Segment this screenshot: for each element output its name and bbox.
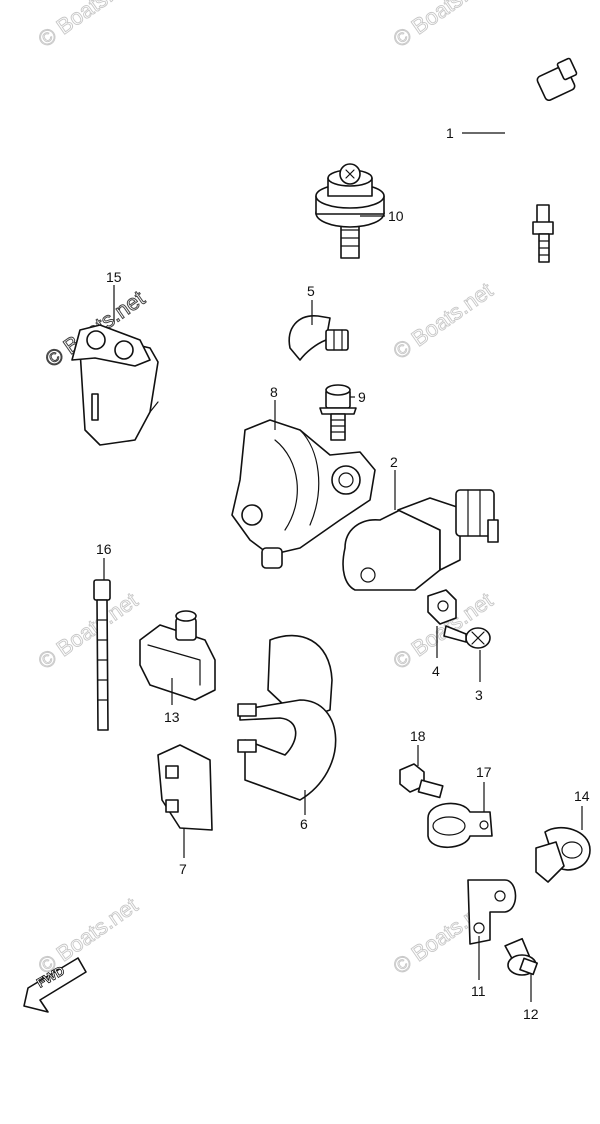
callout-16: 16 [96, 541, 112, 557]
callout-1: 1 [446, 125, 454, 141]
callout-13: 13 [164, 709, 180, 725]
part-10-pressure-switch [315, 163, 385, 259]
callout-5: 5 [307, 283, 315, 299]
callout-7: 7 [179, 861, 187, 877]
callout-12: 12 [523, 1006, 539, 1022]
callout-2: 2 [390, 454, 398, 470]
part-3-screw [443, 625, 491, 649]
callout-9: 9 [358, 389, 366, 405]
callout-3: 3 [475, 687, 483, 703]
callout-8: 8 [270, 384, 278, 400]
callout-18: 18 [410, 728, 426, 744]
part-14-clip [535, 826, 591, 883]
part-12-bolt [504, 937, 539, 976]
part-5-connector [288, 315, 349, 361]
watermark: © Boats.net [34, 892, 143, 979]
callout-15: 15 [106, 269, 122, 285]
part-2-sensor [342, 489, 499, 591]
callout-10: 10 [388, 208, 404, 224]
callout-17: 17 [476, 764, 492, 780]
callout-14: 14 [574, 788, 590, 804]
part-11-plate [467, 879, 517, 945]
callout-4: 4 [432, 663, 440, 679]
part-18-bolt [399, 763, 444, 799]
watermark: © Boats.net [389, 277, 498, 364]
callout-6: 6 [300, 816, 308, 832]
part-4-clip [427, 589, 457, 625]
callouts: 1 10 15 5 9 8 2 16 4 3 13 18 17 14 6 7 1… [96, 125, 590, 1022]
leader-lines [103, 132, 583, 1002]
part-13-clamp [139, 610, 216, 701]
watermark: © Boats.net [389, 0, 498, 52]
part-16-cable-tie [93, 579, 111, 731]
part-1-sensor-wire [508, 57, 578, 263]
fwd-arrow: FWD [23, 957, 87, 1013]
callout-11: 11 [471, 983, 486, 999]
part-9-bolt [319, 384, 357, 441]
part-8-bracket [231, 419, 376, 569]
watermark: © Boats.net [34, 587, 143, 674]
part-7-pad [157, 744, 213, 831]
part-17-clamp [427, 802, 493, 848]
part-6-large-clamp [237, 634, 337, 801]
part-15-holder [71, 324, 159, 446]
watermark: © Boats.net [34, 0, 143, 52]
